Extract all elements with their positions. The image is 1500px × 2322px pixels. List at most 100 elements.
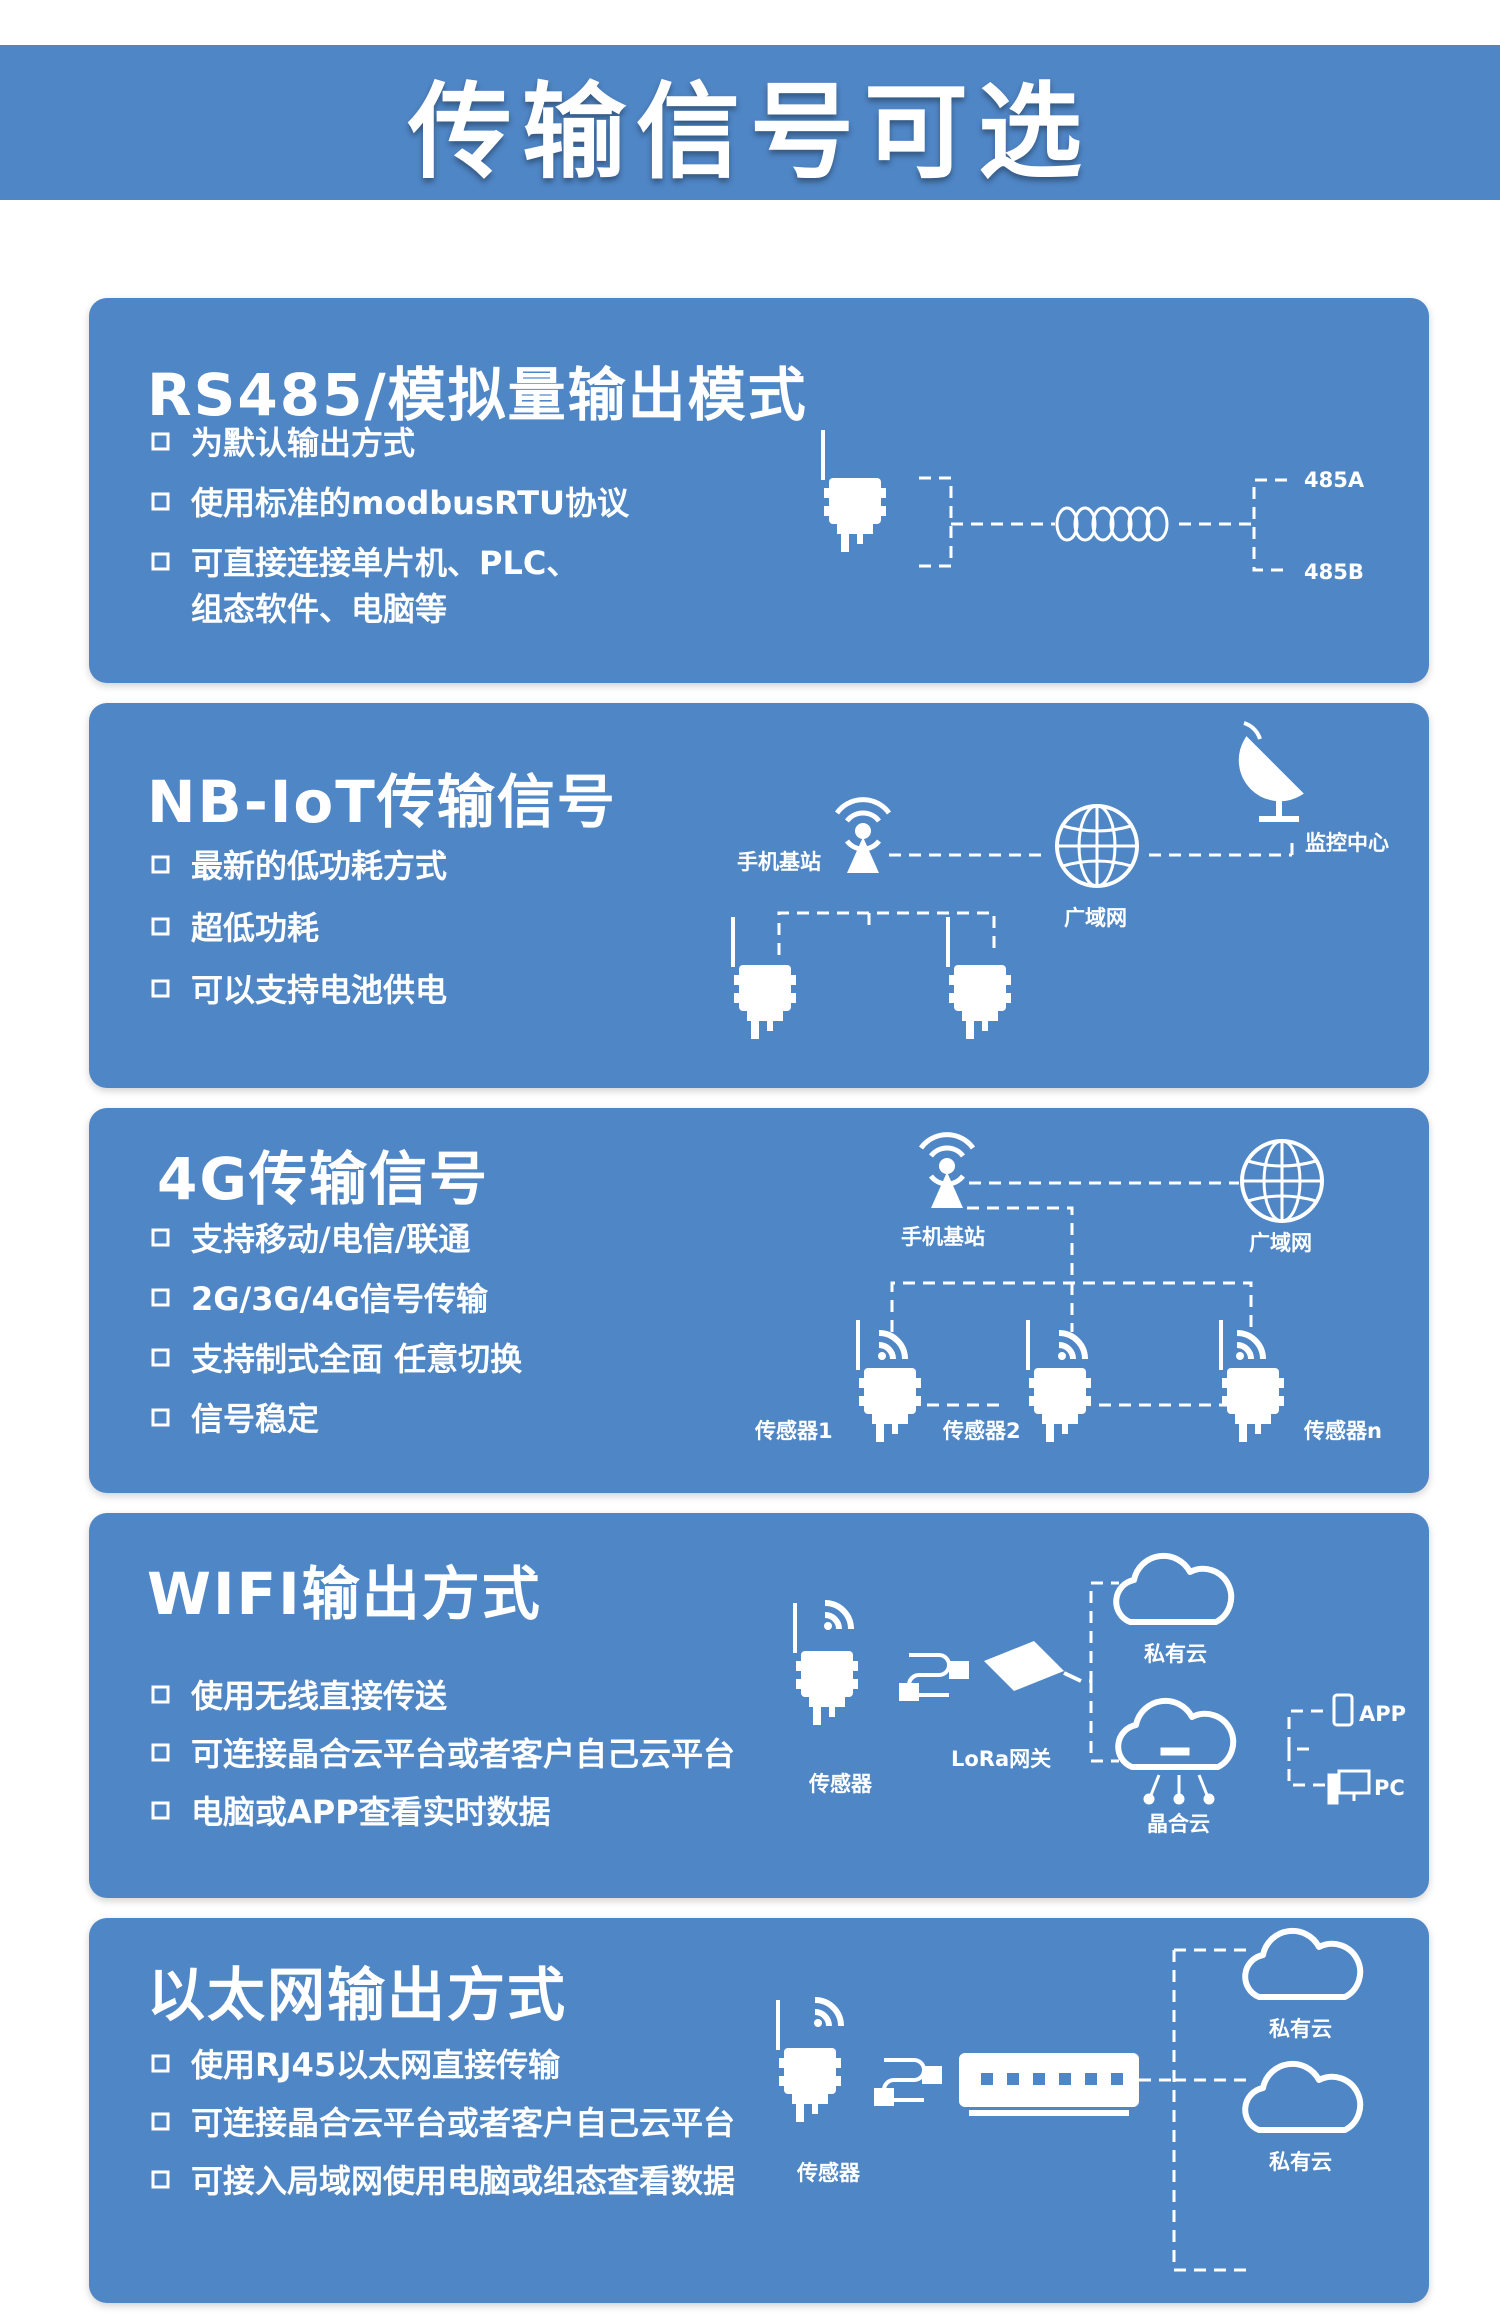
checkbox-icon xyxy=(151,2112,170,2131)
feature-item: 支持移动/电信/联通 xyxy=(149,1216,522,1262)
feature-item: 最新的低功耗方式 xyxy=(149,843,447,889)
pc-icon xyxy=(1327,1769,1371,1805)
wifi-diagram: 传感器 LoRa网关 私有云 晶合云 APP xyxy=(793,1513,1406,1836)
feature-item: 可直接连接单片机、PLC、 组态软件、电脑等 xyxy=(149,540,629,632)
section-title: 4G传输信号 xyxy=(157,1145,489,1213)
feature-item: 使用无线直接传送 xyxy=(149,1673,735,1719)
wifi-icon xyxy=(824,1603,851,1630)
label-sensor-n: 传感器n xyxy=(1303,1419,1382,1443)
checkbox-icon xyxy=(151,979,170,998)
plug-icon xyxy=(874,2058,942,2106)
feature-list: 最新的低功耗方式 超低功耗 可以支持电池供电 xyxy=(149,843,447,1013)
checkbox-icon xyxy=(151,1228,170,1247)
feature-item: 超低功耗 xyxy=(149,905,447,951)
checkbox-icon xyxy=(151,1348,170,1367)
section-title: NB-IoT传输信号 xyxy=(147,768,617,836)
satellite-dish-icon xyxy=(1238,721,1304,822)
feature-list: 为默认输出方式 使用标准的modbusRTU协议 可直接连接单片机、PLC、 组… xyxy=(149,420,629,632)
wifi-icon xyxy=(1058,1333,1085,1360)
ethernet-diagram: 传感器 私有云 私有云 xyxy=(776,1918,1429,2272)
base-station-icon xyxy=(837,800,889,873)
section-title: WIFI输出方式 xyxy=(147,1560,542,1628)
feature-list: 支持移动/电信/联通 2G/3G/4G信号传输 支持制式全面 任意切换 信号稳定 xyxy=(149,1216,522,1442)
sensor-device-icon xyxy=(821,430,886,552)
feature-item: 信号稳定 xyxy=(149,1396,522,1442)
feature-item: 电脑或APP查看实时数据 xyxy=(149,1789,735,1835)
private-cloud-icon xyxy=(1245,2064,1360,2130)
sensor-device-icon xyxy=(776,2000,841,2122)
checkbox-icon xyxy=(151,1743,170,1762)
sensor-device-icon xyxy=(731,917,796,1039)
label-base-station: 手机基站 xyxy=(901,1225,985,1249)
base-station-icon xyxy=(921,1135,973,1208)
wifi-icon xyxy=(878,1333,905,1360)
checkbox-icon xyxy=(151,2170,170,2189)
globe-icon xyxy=(1055,804,1139,888)
label-sensor-1: 传感器1 xyxy=(754,1419,833,1443)
checkbox-icon xyxy=(151,1685,170,1704)
feature-item: 可接入局域网使用电脑或组态查看数据 xyxy=(149,2158,735,2204)
phone-icon xyxy=(1332,1693,1354,1727)
section-ethernet: 以太网输出方式 使用RJ45以太网直接传输 可连接晶合云平台或者客户自己云平台 … xyxy=(89,1918,1429,2303)
lora-gateway-icon xyxy=(984,1641,1082,1691)
globe-icon xyxy=(1240,1139,1324,1223)
checkbox-icon xyxy=(151,855,170,874)
label-485a: 485A xyxy=(1304,468,1365,492)
section-wifi: WIFI输出方式 使用无线直接传送 可连接晶合云平台或者客户自己云平台 电脑或A… xyxy=(89,1513,1429,1898)
feature-item: 为默认输出方式 xyxy=(149,420,629,466)
checkbox-icon xyxy=(151,432,170,451)
checkbox-icon xyxy=(151,492,170,511)
label-app: APP xyxy=(1359,1702,1406,1726)
feature-item: 可以支持电池供电 xyxy=(149,967,447,1013)
checkbox-icon xyxy=(151,1801,170,1820)
sensor-device-icon xyxy=(1026,1320,1091,1442)
network-switch-icon xyxy=(959,2053,1139,2116)
label-sensor: 传感器 xyxy=(808,1772,873,1796)
label-sensor: 传感器 xyxy=(796,2161,861,2185)
label-private-cloud: 私有云 xyxy=(1144,1642,1207,1666)
label-lora-gateway: LoRa网关 xyxy=(951,1747,1051,1771)
private-cloud-icon xyxy=(1245,1931,1360,1997)
4g-diagram: 手机基站 广域网 传感器1 传感器2 传感器n xyxy=(754,1108,1382,1443)
label-wan: 广域网 xyxy=(1249,1231,1312,1255)
plug-icon xyxy=(899,1653,969,1701)
feature-item: 可连接晶合云平台或者客户自己云平台 xyxy=(149,1731,735,1777)
label-base-station: 手机基站 xyxy=(737,850,821,874)
section-title: 以太网输出方式 xyxy=(147,1961,568,2029)
wifi-icon xyxy=(1236,1333,1263,1360)
feature-item: 可连接晶合云平台或者客户自己云平台 xyxy=(149,2100,735,2146)
rs485-diagram: 485A 485B xyxy=(821,430,1365,584)
jinghe-cloud-icon xyxy=(1118,1701,1233,1767)
private-cloud-icon xyxy=(1116,1556,1231,1622)
wifi-icon xyxy=(814,2000,841,2027)
feature-list: 使用RJ45以太网直接传输 可连接晶合云平台或者客户自己云平台 可接入局域网使用… xyxy=(149,2042,735,2204)
label-wan: 广域网 xyxy=(1064,906,1127,930)
label-485b: 485B xyxy=(1304,560,1364,584)
checkbox-icon xyxy=(151,1288,170,1307)
section-rs485: RS485/模拟量输出模式 为默认输出方式 使用标准的modbusRTU协议 可… xyxy=(89,298,1429,683)
feature-list: 使用无线直接传送 可连接晶合云平台或者客户自己云平台 电脑或APP查看实时数据 xyxy=(149,1673,735,1835)
checkbox-icon xyxy=(151,552,170,571)
feature-item: 使用标准的modbusRTU协议 xyxy=(149,480,629,526)
label-private-cloud-1: 私有云 xyxy=(1269,2017,1332,2041)
label-jinghe-cloud: 晶合云 xyxy=(1147,1812,1210,1836)
label-private-cloud-2: 私有云 xyxy=(1269,2150,1332,2174)
feature-item: 使用RJ45以太网直接传输 xyxy=(149,2042,735,2088)
section-title: RS485/模拟量输出模式 xyxy=(147,361,808,429)
checkbox-icon xyxy=(151,2054,170,2073)
label-sensor-2: 传感器2 xyxy=(942,1419,1021,1443)
nb-iot-diagram: 手机基站 广域网 监控中心 xyxy=(731,721,1389,1039)
checkbox-icon xyxy=(151,1408,170,1427)
page-title: 传输信号可选 xyxy=(407,71,1092,193)
sensor-device-icon xyxy=(946,917,1011,1039)
banner: 传输信号可选 xyxy=(0,45,1500,200)
section-nb-iot: NB-IoT传输信号 最新的低功耗方式 超低功耗 可以支持电池供电 手机基站 广… xyxy=(89,703,1429,1088)
feature-item: 2G/3G/4G信号传输 xyxy=(149,1276,522,1322)
feature-item: 支持制式全面 任意切换 xyxy=(149,1336,522,1382)
checkbox-icon xyxy=(151,917,170,936)
section-4g: 4G传输信号 支持移动/电信/联通 2G/3G/4G信号传输 支持制式全面 任意… xyxy=(89,1108,1429,1493)
twisted-cable-icon xyxy=(1055,506,1169,542)
label-pc: PC xyxy=(1374,1776,1405,1800)
label-monitor-center: 监控中心 xyxy=(1305,831,1389,855)
sensor-device-icon xyxy=(856,1320,921,1442)
